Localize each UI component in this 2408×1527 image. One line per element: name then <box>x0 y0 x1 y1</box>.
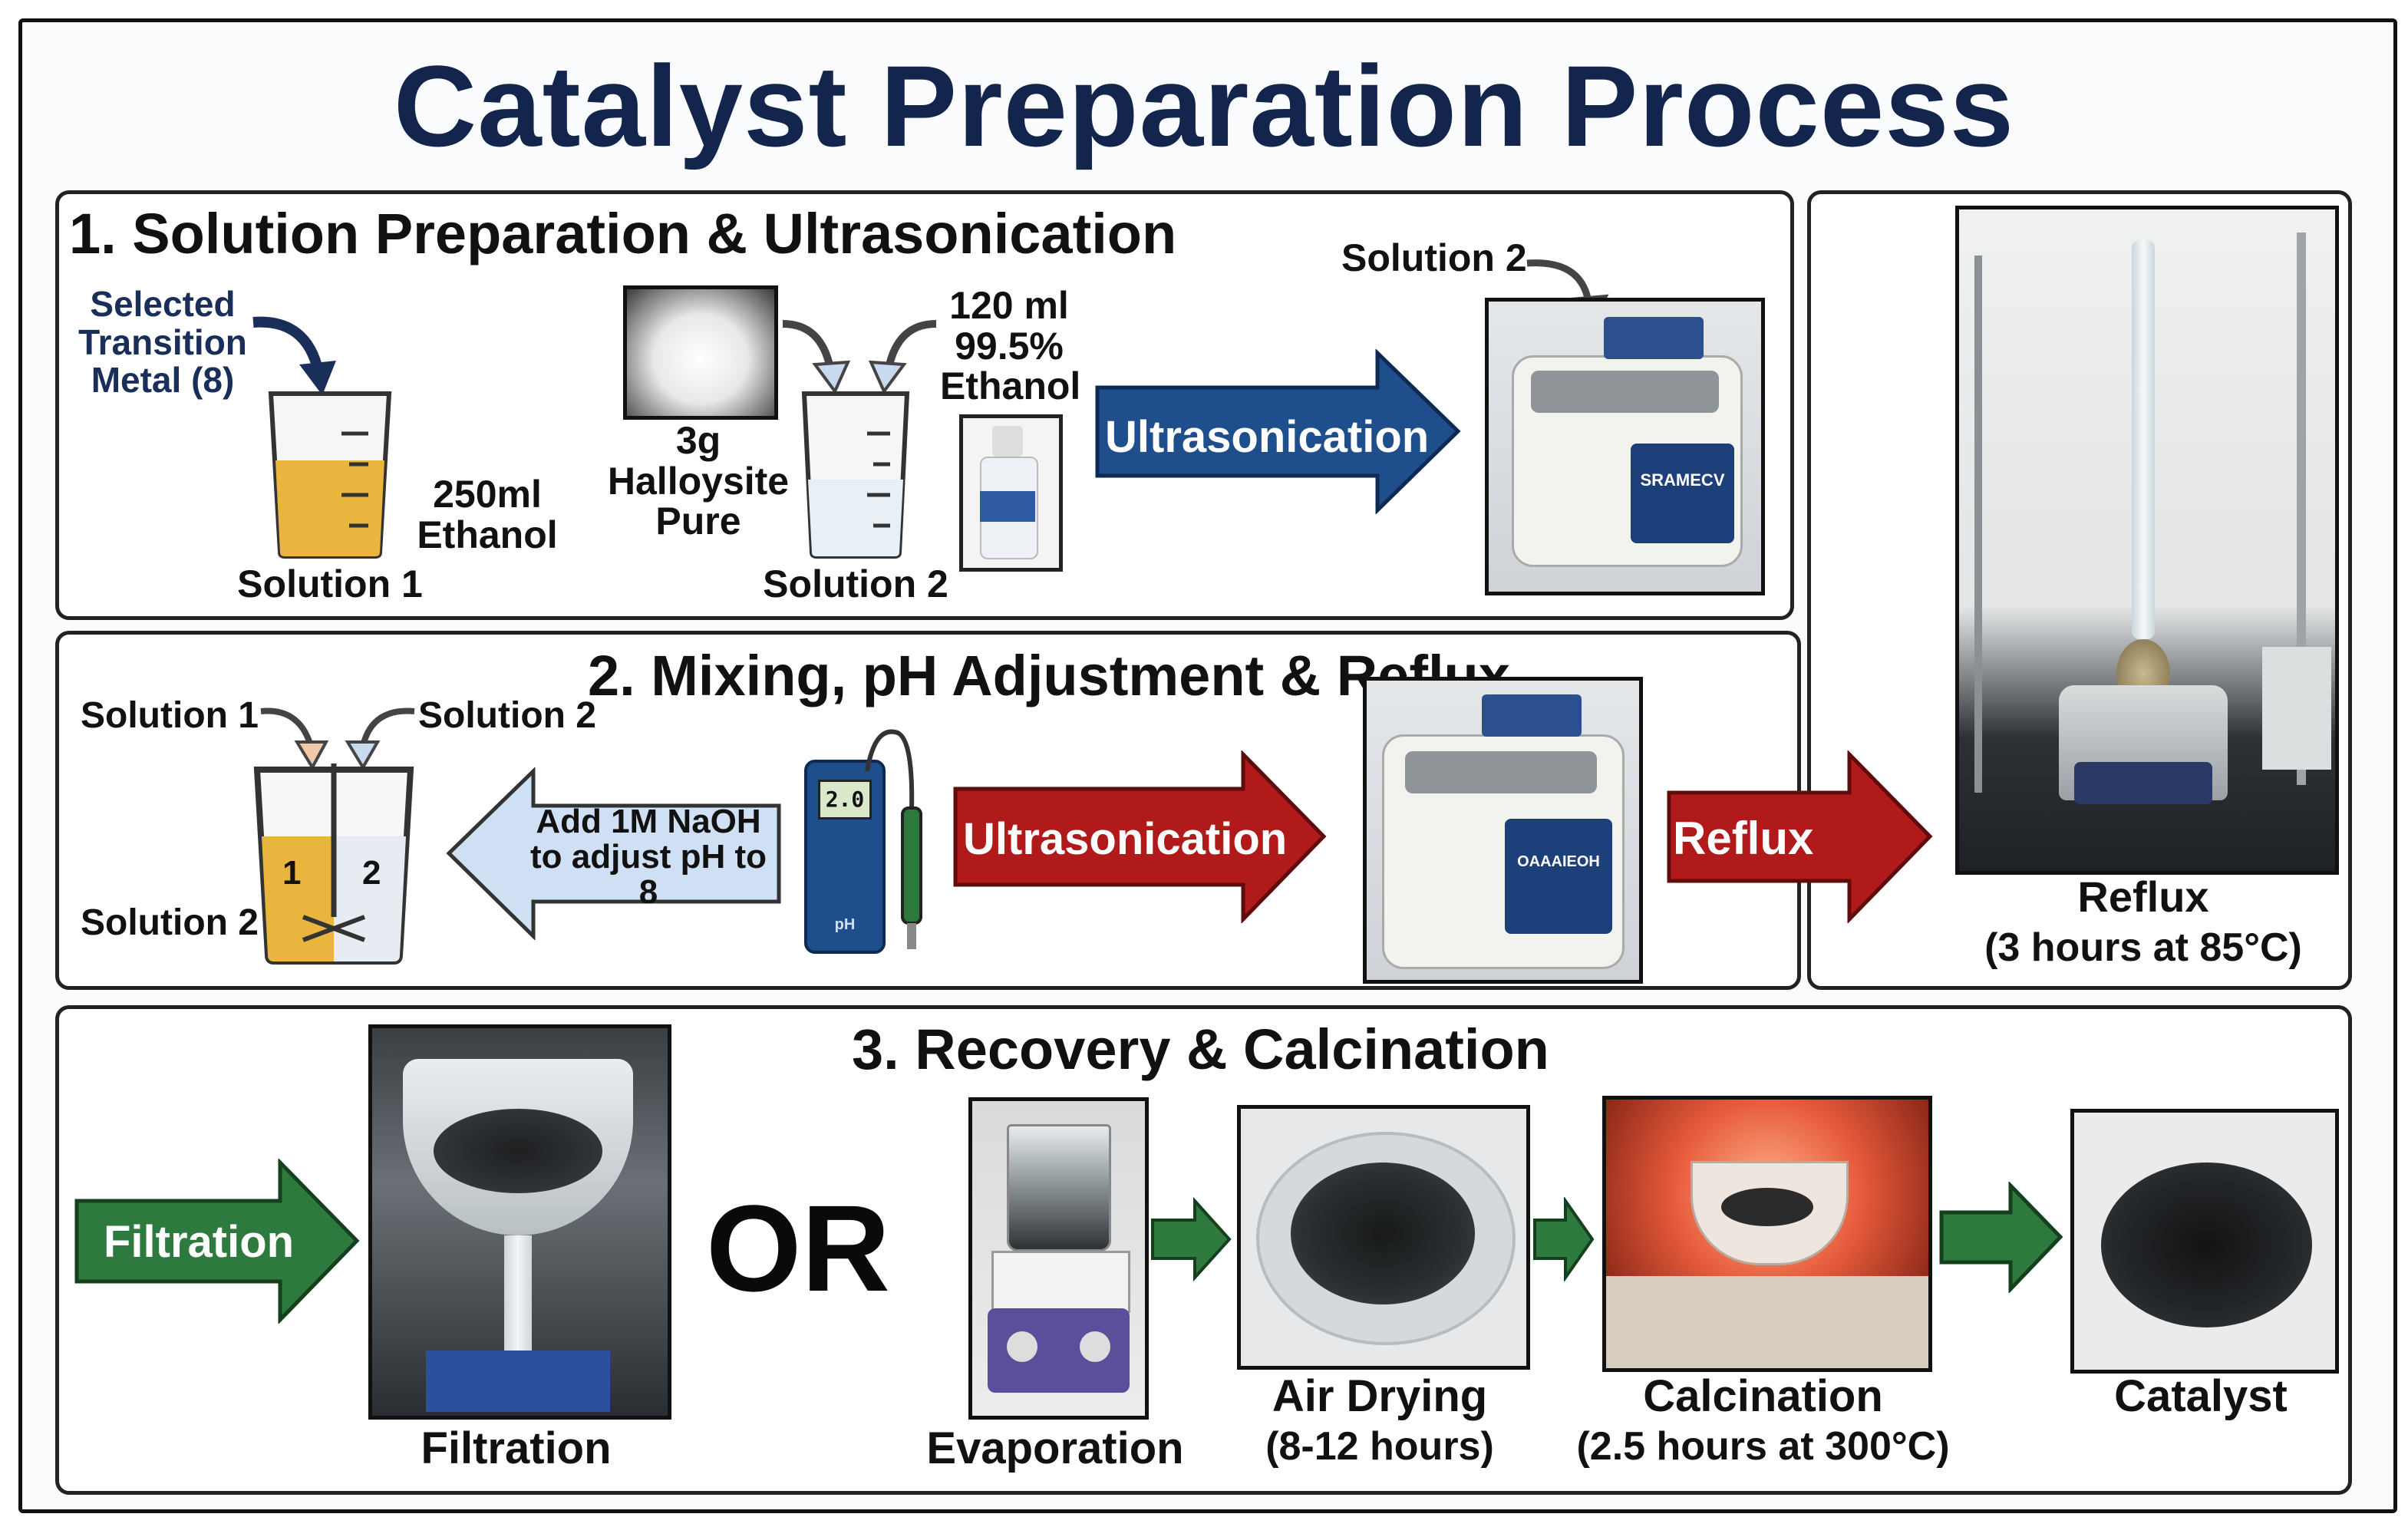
air-drying-caption: Air Drying <box>1272 1371 1488 1421</box>
filtration-arrow <box>74 1159 360 1324</box>
bath-1-panel-text: SRAMECV <box>1631 444 1734 543</box>
mix-solution-2-bottom-label: Solution 2 <box>81 902 259 943</box>
ph-display: 2.0 <box>818 780 872 820</box>
catalyst-caption: Catalyst <box>2114 1371 2288 1421</box>
air-drying-detail: (8-12 hours) <box>1265 1424 1494 1469</box>
ultrasonication-arrow-2 <box>953 750 1327 923</box>
section-1-heading: 1. Solution Preparation & Ultrasonicatio… <box>69 202 1177 265</box>
beaker-solution-2-icon <box>801 391 910 559</box>
solution-2-label: Solution 2 <box>763 562 948 605</box>
ultrasonic-bath-photo-2: OAAAIEOH <box>1363 677 1643 984</box>
calcination-detail: (2.5 hours at 300°C) <box>1576 1424 1950 1469</box>
reflux-detail: (3 hours at 85°C) <box>1984 925 2302 970</box>
catalyst-photo <box>2070 1109 2339 1374</box>
halloysite-powder-photo <box>623 285 778 420</box>
calcination-caption: Calcination <box>1643 1371 1883 1421</box>
ph-probe-icon <box>865 729 922 949</box>
filtration-photo <box>368 1024 671 1420</box>
ethanol-bottle-photo <box>959 414 1063 572</box>
evap-to-dry-arrow <box>1151 1197 1232 1281</box>
calcination-photo <box>1602 1096 1932 1372</box>
mix-input-arrows-icon <box>260 707 415 769</box>
naoh-arrow <box>446 767 781 940</box>
bath-solution-2-label: Solution 2 <box>1341 236 1527 279</box>
filtration-caption: Filtration <box>421 1423 612 1473</box>
reflux-arrow <box>1667 750 1933 923</box>
evaporation-photo <box>968 1097 1149 1420</box>
ultrasonication-arrow-1 <box>1095 349 1461 514</box>
naoh-label: Add 1M NaOH to adjust pH to 8 <box>530 803 767 912</box>
reflux-arrow-label: Reflux <box>1673 813 1814 864</box>
dry-to-calc-arrow <box>1533 1197 1595 1281</box>
reflux-caption: Reflux <box>2077 872 2209 921</box>
ethanol-250-label: 250ml Ethanol <box>417 473 558 556</box>
curved-arrow-icon <box>252 316 336 395</box>
mix-solution-2-label: Solution 2 <box>418 695 596 736</box>
calc-to-catalyst-arrow <box>1939 1182 2063 1293</box>
ultrasonication-arrow-2-label: Ultrasonication <box>963 814 1288 864</box>
reflux-apparatus-photo <box>1955 206 2339 875</box>
beaker-number-1: 1 <box>282 854 302 892</box>
or-text: OR <box>706 1179 890 1317</box>
solution-1-label: Solution 1 <box>237 562 423 605</box>
bath-2-panel-text: OAAAIEOH <box>1505 819 1612 934</box>
mix-solution-1-label: Solution 1 <box>81 695 259 736</box>
mixing-beaker-icon <box>253 764 414 965</box>
ph-meter-icon: 2.0 pH <box>804 760 886 954</box>
ethanol-120-label: 120 ml 99.5% Ethanol <box>940 284 1081 407</box>
filtration-arrow-label: Filtration <box>104 1217 295 1267</box>
section-3-heading: 3. Recovery & Calcination <box>852 1017 1549 1081</box>
ph-meter-text: pH <box>834 916 856 933</box>
beaker-number-2: 2 <box>362 854 381 892</box>
metal-label: Selected Transition Metal (8) <box>78 284 247 401</box>
page-title: Catalyst Preparation Process <box>393 41 2015 170</box>
double-arrow-icon <box>782 320 937 394</box>
beaker-solution-1-icon <box>268 391 392 559</box>
ultrasonic-bath-photo-1: SRAMECV <box>1485 298 1765 595</box>
air-drying-photo <box>1237 1105 1530 1370</box>
ultrasonication-arrow-1-label: Ultrasonication <box>1105 412 1430 462</box>
halloysite-label: 3g Halloysite Pure <box>607 419 790 543</box>
evaporation-caption: Evaporation <box>926 1423 1184 1473</box>
